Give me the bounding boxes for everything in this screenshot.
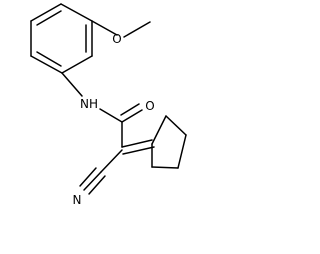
benzene-ring (30, 3, 93, 74)
ring-bond (61, 55, 93, 74)
nitrogen-to-carbonyl-bond (99, 108, 123, 123)
ring-double-bond-inner (36, 51, 62, 67)
ring-double-bond-inner (36, 10, 62, 26)
nitrile-triple-bond (83, 171, 102, 191)
amide-nh-label: NH (80, 97, 98, 111)
nitrile-nitrogen-label: N (73, 193, 82, 207)
ring-bond (60, 3, 93, 22)
ring-bond (165, 115, 187, 136)
cyclopentane-ring (151, 115, 187, 169)
nitrile-triple-bond-second (79, 167, 97, 187)
ring-bond (177, 134, 187, 169)
alpha-to-nitrile-carbon-bond (100, 149, 123, 173)
methoxy-oxygen-label: O (112, 32, 121, 46)
ring-to-oxygen-bond (91, 20, 118, 36)
ring-bond (151, 166, 179, 169)
carbonyl-double-bond-second (120, 103, 140, 116)
ring-bond (30, 3, 62, 22)
chemical-structure-drawing: O NH O N (30, 3, 187, 207)
nitrile-triple-bond-third (88, 175, 106, 195)
alkene-double-bond-second (122, 146, 155, 155)
ring-bond (30, 55, 63, 74)
carbonyl-double-bond (121, 109, 143, 123)
oxygen-to-methyl-bond (123, 21, 151, 38)
alkene-double-bond (121, 139, 153, 148)
ring-bond (151, 115, 167, 145)
ring-to-nitrogen-bond (61, 72, 83, 97)
carbonyl-oxygen-label: O (145, 99, 154, 113)
